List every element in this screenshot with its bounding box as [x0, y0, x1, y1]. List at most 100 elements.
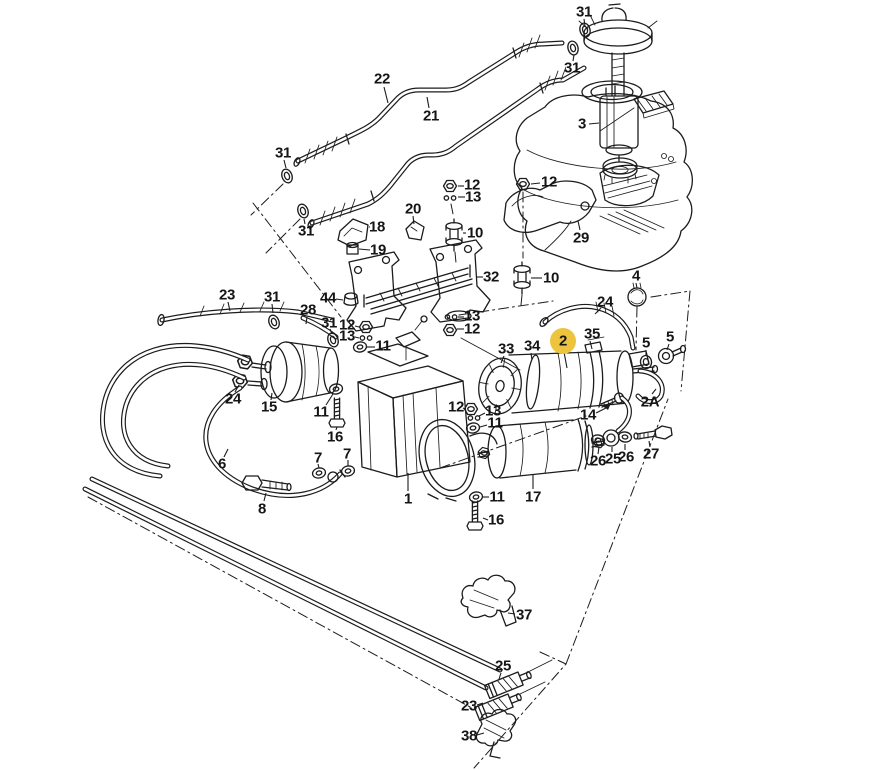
- part-label-34[interactable]: 34: [524, 338, 541, 355]
- part-label-19[interactable]: 19: [370, 242, 386, 259]
- part-label-2A[interactable]: 2A: [641, 394, 660, 411]
- part-label-10[interactable]: 10: [467, 225, 483, 242]
- eye-bolt-5: [657, 344, 687, 365]
- hose-clamp-37: [460, 574, 517, 627]
- label-leader-line: [227, 301, 231, 312]
- part-label-1[interactable]: 1: [404, 491, 412, 508]
- part-label-16[interactable]: 16: [327, 429, 343, 446]
- label-leader-line: [426, 96, 430, 109]
- fuel-supply-pipes: [250, 21, 593, 318]
- part-label-23[interactable]: 23: [219, 287, 235, 304]
- part-label-13[interactable]: 13: [465, 189, 481, 206]
- fuel-filter-17: [463, 402, 606, 479]
- part-label-15[interactable]: 15: [261, 399, 277, 416]
- part-label-31[interactable]: 31: [321, 315, 337, 332]
- label-leader-line: [588, 122, 600, 125]
- label-leader-line: [597, 446, 600, 455]
- part-label-31[interactable]: 31: [564, 60, 580, 77]
- part-label-33[interactable]: 33: [498, 341, 514, 358]
- part-label-12[interactable]: 12: [464, 321, 480, 338]
- part-label-11[interactable]: 11: [313, 404, 329, 421]
- clamp-18: [337, 218, 369, 247]
- sleeve-19: [346, 241, 359, 255]
- part-label-2[interactable]: 2: [559, 333, 567, 350]
- part-label-27[interactable]: 27: [643, 446, 659, 463]
- part-label-12[interactable]: 12: [464, 177, 480, 194]
- label-leader-line: [530, 352, 533, 361]
- part-label-25[interactable]: 25: [605, 451, 621, 468]
- part-label-26[interactable]: 26: [618, 449, 634, 466]
- part-label-24[interactable]: 24: [597, 294, 614, 311]
- damper-10-lower: [513, 261, 531, 295]
- part-label-21[interactable]: 21: [423, 108, 439, 125]
- label-leader-line: [572, 54, 575, 62]
- part-label-31[interactable]: 31: [264, 289, 280, 306]
- label-leader-line: [317, 463, 320, 469]
- ring-34: [525, 354, 541, 410]
- part-label-12[interactable]: 12: [541, 174, 557, 191]
- part-label-13[interactable]: 13: [464, 308, 480, 325]
- part-label-29[interactable]: 29: [573, 230, 589, 247]
- label-leader-line: [335, 298, 344, 301]
- part-label-25[interactable]: 25: [495, 658, 511, 675]
- label-leader-line: [595, 407, 607, 414]
- part-label-23[interactable]: 23: [461, 698, 477, 715]
- highlight-circle: [550, 328, 576, 354]
- main-fuel-pump-2: [352, 282, 691, 415]
- part-label-8[interactable]: 8: [258, 501, 266, 518]
- part-label-28[interactable]: 28: [300, 302, 316, 319]
- fuel-hoses-23: [99, 292, 374, 479]
- part-label-32[interactable]: 32: [483, 269, 499, 286]
- part-label-18[interactable]: 18: [369, 219, 385, 236]
- part-label-6[interactable]: 6: [218, 456, 226, 473]
- part-label-31[interactable]: 31: [275, 145, 291, 162]
- label-leader-line: [500, 355, 505, 364]
- part-label-3[interactable]: 3: [578, 116, 586, 133]
- label-leader-line: [234, 384, 240, 393]
- part-label-12[interactable]: 12: [339, 317, 355, 334]
- part-label-7[interactable]: 7: [343, 446, 351, 463]
- part-label-26[interactable]: 26: [590, 453, 606, 470]
- label-leader-line: [666, 343, 670, 351]
- part-label-5[interactable]: 5: [642, 335, 650, 352]
- banjo-bolt-27: [633, 425, 673, 440]
- pump-hose-24: [539, 301, 636, 351]
- part-label-12[interactable]: 12: [448, 399, 464, 416]
- cap-44: [343, 292, 359, 306]
- clip-20: [405, 220, 425, 241]
- pipe-2A: [635, 368, 665, 405]
- part-label-4[interactable]: 4: [632, 268, 641, 285]
- mounting-rail-assembly: [337, 164, 665, 332]
- part-label-20[interactable]: 20: [405, 201, 421, 218]
- label-leader-line: [476, 702, 484, 706]
- part-label-11[interactable]: 11: [487, 415, 503, 432]
- transfer-pump-15: [230, 341, 340, 403]
- part-label-17[interactable]: 17: [525, 489, 541, 506]
- part-label-37[interactable]: 37: [516, 607, 532, 624]
- part-label-11[interactable]: 11: [375, 338, 391, 355]
- part-label-44[interactable]: 44: [320, 290, 337, 307]
- part-label-16[interactable]: 16: [488, 512, 504, 529]
- part-label-7[interactable]: 7: [314, 450, 322, 467]
- part-label-11[interactable]: 11: [489, 489, 505, 506]
- label-leader-line: [635, 282, 638, 289]
- part-label-38[interactable]: 38: [461, 728, 477, 745]
- part-label-31[interactable]: 31: [298, 223, 314, 240]
- screw-14: [600, 392, 625, 410]
- part-label-10[interactable]: 10: [543, 270, 559, 287]
- part-label-22[interactable]: 22: [374, 71, 390, 88]
- part-label-31[interactable]: 31: [576, 4, 592, 21]
- part-label-13[interactable]: 13: [485, 403, 501, 420]
- part-label-14[interactable]: 14: [580, 407, 597, 424]
- part-label-35[interactable]: 35: [584, 326, 600, 343]
- part-label-13[interactable]: 13: [339, 328, 355, 345]
- damper-10-upper: [445, 218, 463, 252]
- label-leader-line: [478, 412, 486, 417]
- end-cap-33: [478, 357, 522, 415]
- banjo-bolt-8: [241, 475, 292, 492]
- part-label-5[interactable]: 5: [666, 329, 674, 346]
- label-leader-line: [648, 440, 651, 448]
- part-label-24[interactable]: 24: [225, 391, 242, 408]
